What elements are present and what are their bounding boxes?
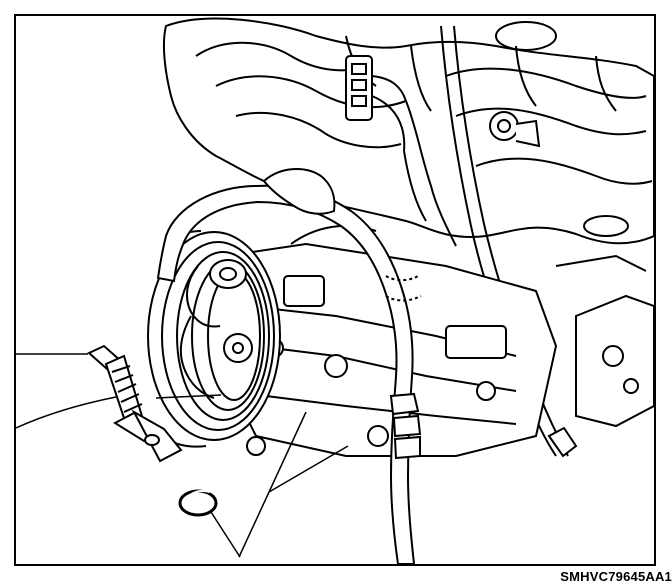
ac-hose-icon bbox=[156, 168, 422, 564]
figure-caption: SMHVC79645AA1 bbox=[558, 569, 672, 584]
engine-compressor-illustration bbox=[16, 17, 654, 564]
mounting-tab bbox=[112, 409, 183, 463]
hose-fitting bbox=[179, 259, 247, 399]
diagram-frame bbox=[14, 14, 656, 566]
callout-leader-lines bbox=[16, 353, 349, 558]
upper-engine-body bbox=[162, 17, 654, 245]
snap-ring-icon bbox=[178, 489, 218, 517]
compressor-mount-bracket bbox=[555, 254, 654, 428]
compressor-pulley-icon bbox=[147, 230, 281, 448]
engine-mount-bolt bbox=[489, 111, 541, 148]
wiring-connector bbox=[345, 55, 457, 247]
